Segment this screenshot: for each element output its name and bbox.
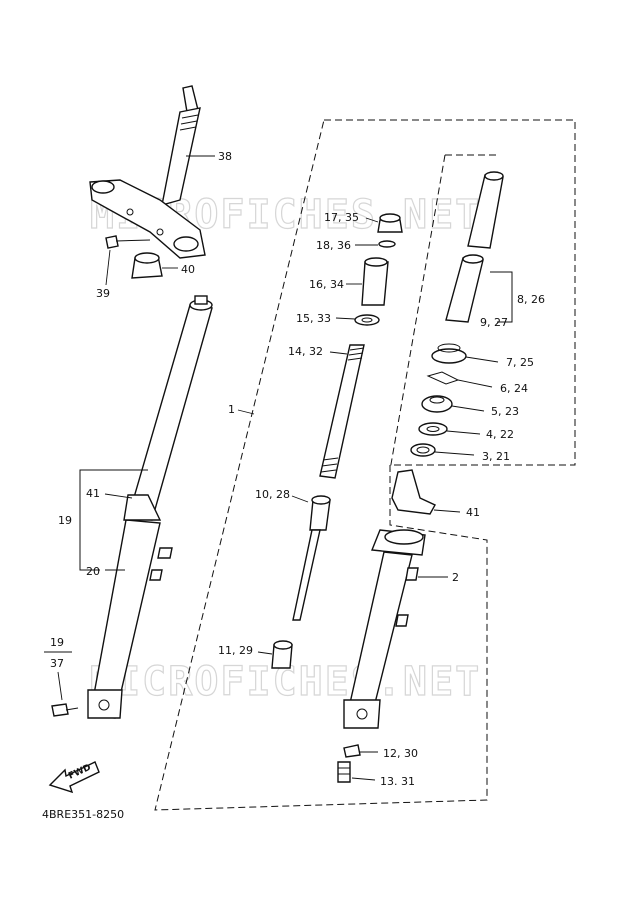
- callout-37: 37: [50, 657, 64, 670]
- callout-39: 39: [96, 287, 110, 300]
- callout-41-right: 41: [466, 506, 480, 519]
- leader-1: [237, 409, 255, 415]
- leader-7-25: [465, 356, 499, 363]
- callout-8-26: 8, 26: [517, 293, 545, 306]
- callout-16-34: 16, 34: [309, 278, 344, 291]
- washer-12-part[interactable]: [343, 744, 361, 758]
- washer-4-part[interactable]: [418, 422, 448, 436]
- inner-group-left-line: [389, 154, 446, 471]
- callout-41-left: 41: [86, 487, 100, 500]
- callout-7-25: 7, 25: [506, 356, 534, 369]
- callout-5-23: 5, 23: [491, 405, 519, 418]
- damper-rod-10-part[interactable]: [292, 495, 331, 621]
- callout-17-35: 17, 35: [324, 211, 359, 224]
- bracket-8-9: [490, 271, 513, 323]
- diagram-code: 4BRE351-8250: [42, 808, 124, 821]
- bolt-37-part[interactable]: [51, 703, 79, 717]
- lower-bracket-part[interactable]: [89, 179, 206, 259]
- leader-14-32: [329, 351, 348, 355]
- callout-38: 38: [218, 150, 232, 163]
- callout-3-21: 3, 21: [482, 450, 510, 463]
- leader-5-23: [451, 405, 485, 412]
- callout-6-24: 6, 24: [500, 382, 528, 395]
- bolt-39-part[interactable]: [105, 235, 151, 249]
- clip-6-part[interactable]: [426, 371, 460, 385]
- fork-spring-14-part[interactable]: [319, 344, 365, 479]
- leader-4-22: [446, 430, 481, 435]
- callout-4-22: 4, 22: [486, 428, 514, 441]
- leader-39: [105, 249, 111, 286]
- bolt-13-part[interactable]: [337, 761, 351, 783]
- leader-15-33: [335, 317, 356, 320]
- callout-15-33: 15, 33: [296, 312, 331, 325]
- inner-tube-8-part[interactable]: [445, 171, 504, 323]
- forward-arrow-icon: FWD: [48, 761, 100, 794]
- leader-6-24: [457, 379, 493, 388]
- callout-19-upper: 19: [58, 514, 72, 527]
- leader-41-right: [433, 509, 461, 513]
- callout-18-36: 18, 36: [316, 239, 351, 252]
- left-outer-tube-part[interactable]: [87, 519, 173, 719]
- leader-10-28: [291, 495, 309, 503]
- left-oil-seal-41-part[interactable]: [123, 494, 162, 521]
- leader-41-left: [104, 493, 133, 499]
- leader-3-21: [434, 451, 475, 456]
- callout-9-27: 9, 27: [480, 316, 508, 329]
- oil-seal-5-part[interactable]: [421, 395, 453, 413]
- leader-11-29: [257, 651, 273, 655]
- spacer-16-part[interactable]: [361, 257, 389, 306]
- collar-40-part[interactable]: [131, 252, 163, 279]
- bracket-19-20: [79, 469, 148, 571]
- callout-2: 2: [452, 571, 459, 584]
- callout-12-30: 12, 30: [383, 747, 418, 760]
- left-inner-tube-part[interactable]: [127, 295, 213, 521]
- callout-10-28: 10, 28: [255, 488, 290, 501]
- cap-bolt-17-part[interactable]: [377, 213, 403, 233]
- dust-seal-7-part[interactable]: [431, 343, 467, 364]
- callout-13-31: 13. 31: [380, 775, 415, 788]
- callout-1: 1: [228, 403, 235, 416]
- slide-metal-3-part[interactable]: [410, 443, 436, 457]
- leader-37: [57, 671, 63, 701]
- right-oil-seal-41-part[interactable]: [391, 469, 436, 515]
- o-ring-18-part[interactable]: [378, 240, 396, 248]
- assembly-boundary-outline: [154, 119, 576, 811]
- right-outer-tube-2-part[interactable]: [343, 529, 426, 729]
- leader-13-31: [351, 777, 376, 781]
- callout-20: 20: [86, 565, 100, 578]
- steering-stem-part[interactable]: [161, 85, 201, 206]
- washer-15-part[interactable]: [354, 314, 380, 326]
- leader-17-35: [365, 217, 379, 223]
- callout-11-29: 11, 29: [218, 644, 253, 657]
- callout-14-32: 14, 32: [288, 345, 323, 358]
- callout-19-lower: 19: [50, 636, 64, 649]
- oil-lock-piece-11-part[interactable]: [271, 640, 293, 669]
- callout-40: 40: [181, 263, 195, 276]
